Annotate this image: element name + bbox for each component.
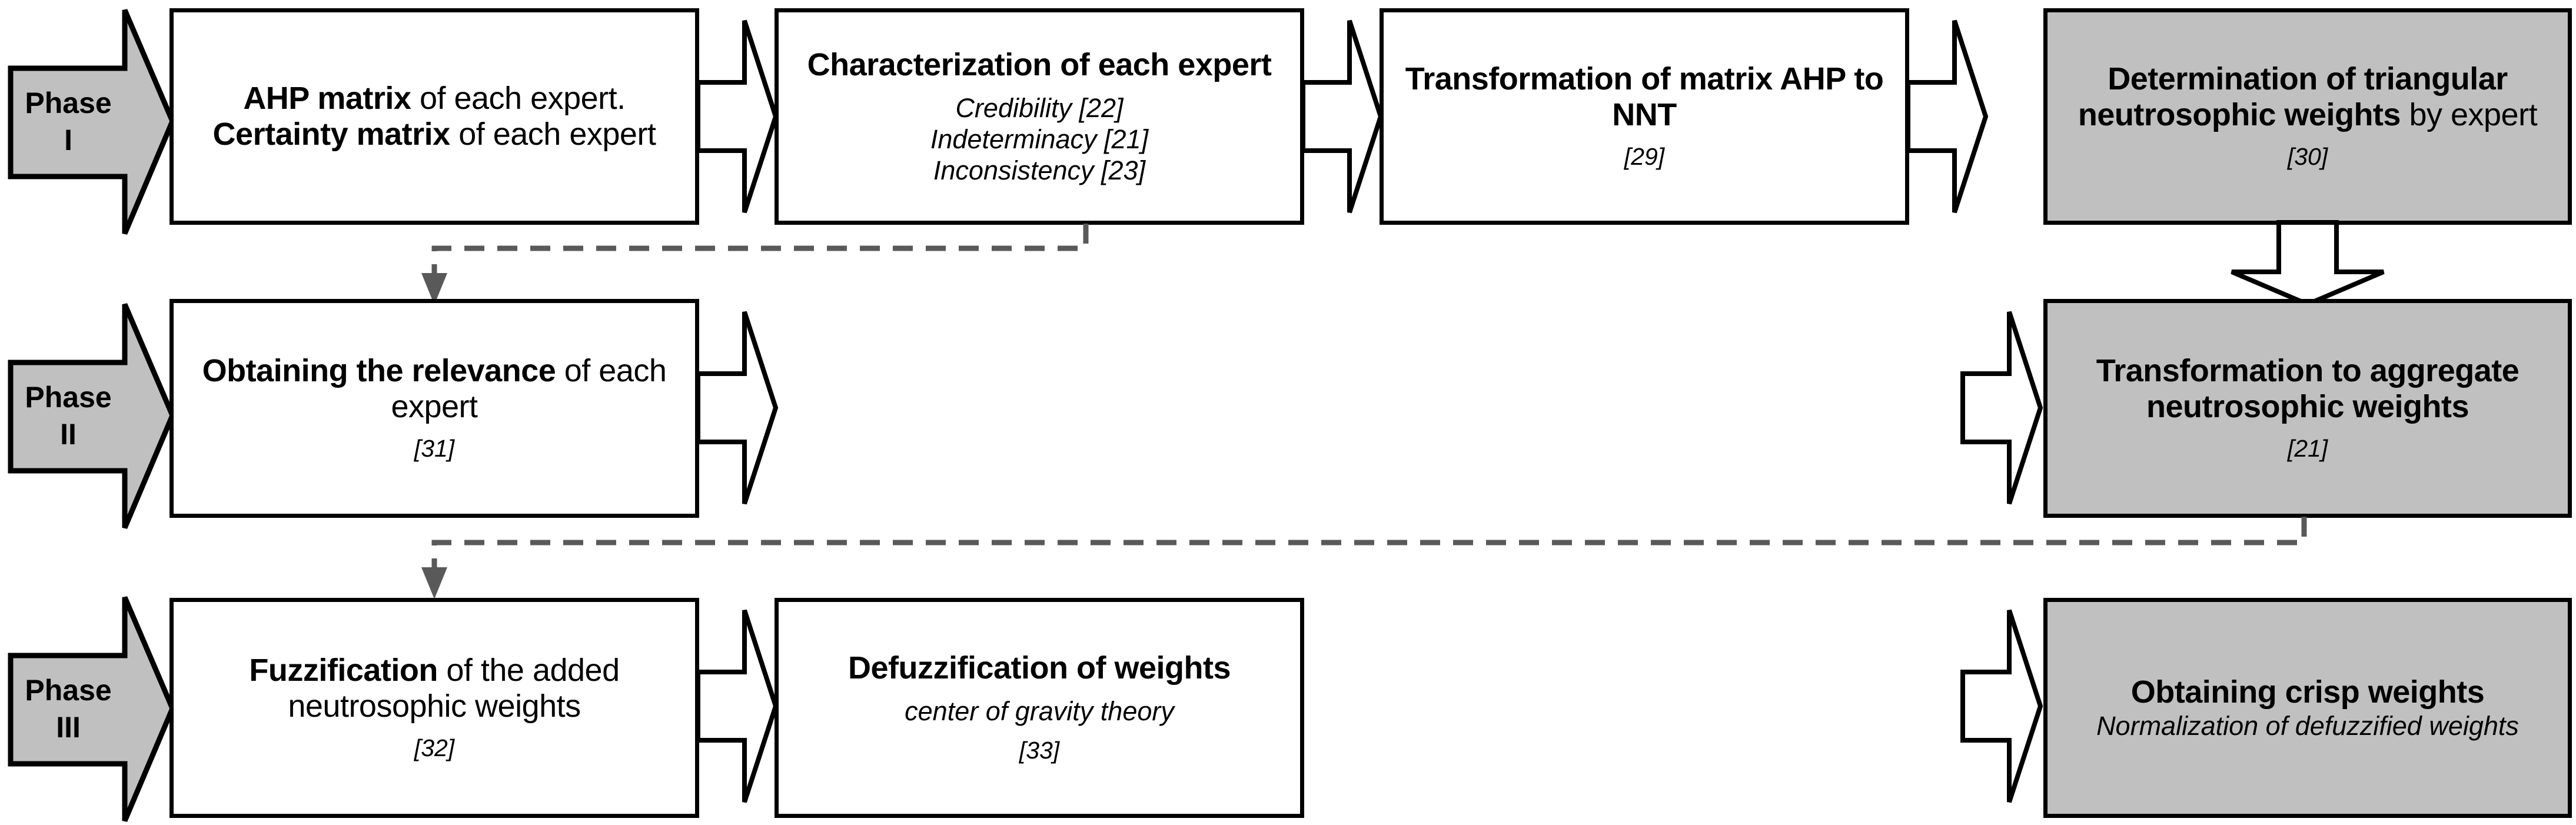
node-obtaining-crisp-weights[interactable]: Obtaining crisp weights Normalization of…: [2043, 598, 2572, 818]
arrow-ahp-to-characterization: [695, 18, 779, 215]
node-ahp-matrix[interactable]: AHP matrix of each expert. Certainty mat…: [169, 8, 699, 225]
arrow-fuzzification-to-defuzzification: [695, 607, 779, 805]
node-obtaining-crisp-weights-sub: Normalization of defuzzified weights: [2096, 710, 2519, 741]
node-transformation-aggregate-title: Transformation to aggregate neutrosophic…: [2096, 353, 2520, 425]
determination-bold: Determination of triangular neutrosophic…: [2078, 61, 2508, 133]
phase-label-2: Phase II: [5, 379, 177, 453]
node-ahp-matrix-title: AHP matrix of each expert. Certainty mat…: [205, 81, 664, 152]
node-transformation-nnt[interactable]: Transformation of matrix AHP to NNT [29]: [1380, 8, 1909, 225]
node-obtaining-relevance[interactable]: Obtaining the relevance of each expert […: [169, 299, 699, 518]
phase-arrow-shape-3: [5, 593, 177, 825]
node-characterization-title: Characterization of each expert: [807, 46, 1272, 82]
arrow-incoming-aggregate: [1960, 309, 2043, 507]
node-fuzzification[interactable]: Fuzzification of the added neutrosophic …: [169, 598, 699, 818]
node-transformation-nnt-title: Transformation of matrix AHP to NNT: [1405, 61, 1884, 133]
arrow-incoming-crisp-weights: [1960, 607, 2043, 805]
phase-marker-2: Phase II: [5, 300, 177, 532]
ahp-matrix-bold-1: AHP matrix: [243, 80, 411, 116]
arrow-determination-to-aggregate: [2229, 220, 2386, 307]
ahp-matrix-reg-1: of each expert.: [411, 80, 626, 116]
phase-numeral-3: III: [56, 711, 81, 744]
ahp-matrix-reg-2: of each expert: [450, 117, 656, 152]
node-obtaining-relevance-title: Obtaining the relevance of each expert: [174, 353, 695, 425]
node-obtaining-crisp-weights-title: Obtaining crisp weights: [2130, 674, 2485, 710]
node-fuzzification-title: Fuzzification of the added neutrosophic …: [174, 653, 695, 724]
determination-reg: by expert: [2400, 97, 2538, 133]
phase-arrow-shape-2: [5, 300, 177, 532]
phase-word-1: Phase: [25, 87, 112, 119]
fuzzification-reg: of the added neutrosophic weights: [288, 653, 620, 724]
arrow-characterization-to-transformation: [1300, 18, 1384, 215]
relevance-reg: of each expert: [391, 353, 667, 425]
phase-arrow-shape-1: [5, 6, 177, 238]
node-transformation-aggregate[interactable]: Transformation to aggregate neutrosophic…: [2043, 299, 2572, 518]
phase-numeral-1: I: [64, 124, 72, 157]
node-transformation-nnt-ref: [29]: [1624, 143, 1665, 171]
arrow-transformation-to-determination: [1905, 18, 1989, 215]
node-determination-triangular-ref: [30]: [2287, 143, 2328, 171]
phase-label-1: Phase I: [5, 85, 177, 159]
dashed-connector-characterization-to-relevance: [412, 222, 1106, 317]
node-obtaining-relevance-ref: [31]: [414, 435, 455, 463]
phase-word-2: Phase: [25, 381, 112, 414]
characterization-line-2: Indeterminacy [21]: [930, 124, 1149, 154]
node-fuzzification-ref: [32]: [414, 734, 455, 762]
node-determination-triangular-title: Determination of triangular neutrosophic…: [2047, 61, 2568, 133]
node-defuzzification[interactable]: Defuzzification of weights center of gra…: [775, 598, 1304, 818]
phase-numeral-2: II: [60, 418, 77, 451]
node-defuzzification-ref: [33]: [1019, 737, 1060, 764]
ahp-matrix-bold-2: Certainty matrix: [212, 117, 451, 152]
arrow-relevance-outgoing: [695, 309, 779, 507]
node-determination-triangular[interactable]: Determination of triangular neutrosophic…: [2043, 8, 2572, 225]
node-characterization[interactable]: Characterization of each expert Credibil…: [775, 8, 1304, 225]
characterization-line-3: Inconsistency [23]: [933, 155, 1146, 186]
phase-label-3: Phase III: [5, 672, 177, 746]
relevance-bold: Obtaining the relevance: [202, 353, 556, 389]
node-defuzzification-sub: center of gravity theory: [905, 696, 1174, 727]
node-transformation-aggregate-ref: [21]: [2287, 435, 2328, 463]
phase-marker-1: Phase I: [5, 6, 177, 238]
node-defuzzification-title: Defuzzification of weights: [847, 650, 1231, 686]
phase-marker-3: Phase III: [5, 593, 177, 825]
fuzzification-bold: Fuzzification: [249, 653, 438, 688]
characterization-line-1: Credibility [22]: [955, 92, 1124, 123]
phase-word-3: Phase: [25, 674, 112, 707]
dashed-connector-aggregate-to-fuzzification: [412, 515, 2313, 611]
